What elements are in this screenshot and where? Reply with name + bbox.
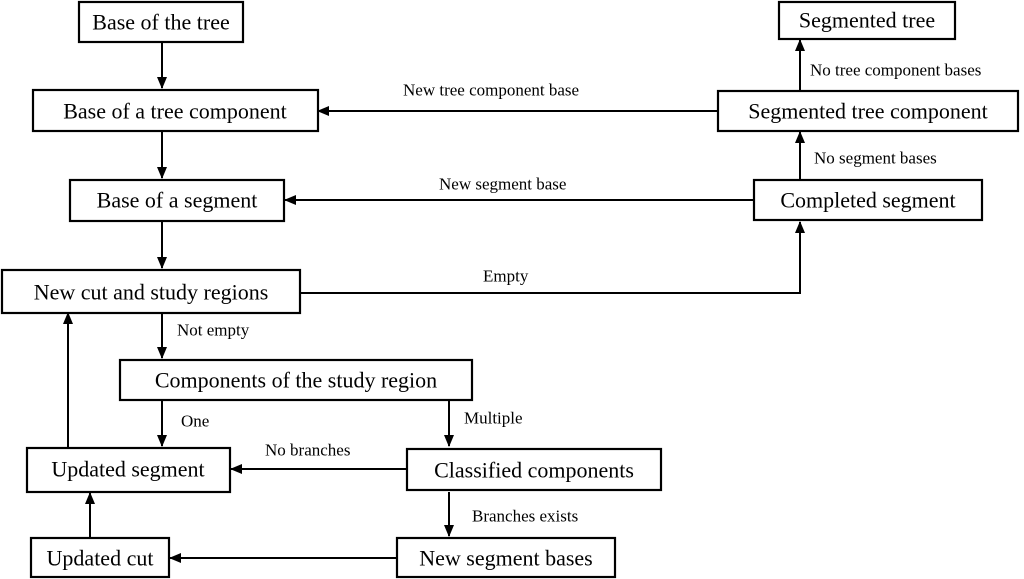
edge-label-no-branches: No branches <box>265 441 350 460</box>
edge-new-cut-to-completed-segment <box>300 221 805 294</box>
node-classified-components: Classified components <box>405 447 663 492</box>
node-base-of-tree-component: Base of a tree component <box>31 88 320 133</box>
edge-label-multiple: Multiple <box>464 409 523 428</box>
svg-text:Base of the tree: Base of the tree <box>92 10 229 35</box>
svg-text:Completed segment: Completed segment <box>780 188 955 213</box>
svg-text:New cut and study regions: New cut and study regions <box>34 280 269 305</box>
node-base-of-segment: Base of a segment <box>68 178 286 223</box>
node-updated-cut: Updated cut <box>29 536 171 579</box>
svg-text:Base of a tree component: Base of a tree component <box>63 99 287 124</box>
edge-label-no-tree-component-bases: No tree component bases <box>810 61 981 80</box>
node-base-of-tree: Base of the tree <box>77 0 245 44</box>
edge-label-one: One <box>181 412 209 431</box>
svg-text:New segment bases: New segment bases <box>419 546 593 571</box>
node-segmented-tree-component: Segmented tree component <box>716 89 1020 133</box>
edge-label-empty: Empty <box>483 267 529 286</box>
edge-label-branches-exists: Branches exists <box>472 507 578 526</box>
node-new-cut-and-study-regions: New cut and study regions <box>0 268 302 315</box>
svg-text:Updated segment: Updated segment <box>51 457 204 482</box>
edge-label-new-segment-base: New segment base <box>439 175 566 194</box>
edge-label-not-empty: Not empty <box>177 321 250 340</box>
svg-text:Segmented tree component: Segmented tree component <box>748 99 987 124</box>
node-new-segment-bases: New segment bases <box>395 536 617 579</box>
node-updated-segment: Updated segment <box>25 446 232 494</box>
node-segmented-tree: Segmented tree <box>777 0 957 41</box>
edge-label-new-tree-component-base: New tree component base <box>403 81 579 100</box>
svg-text:Classified components: Classified components <box>434 458 634 483</box>
svg-text:Base of a segment: Base of a segment <box>97 188 258 213</box>
node-completed-segment: Completed segment <box>752 178 984 222</box>
svg-text:Updated cut: Updated cut <box>47 546 154 571</box>
edge-label-no-segment-bases: No segment bases <box>814 149 937 168</box>
node-components-of-study-region: Components of the study region <box>118 358 474 402</box>
svg-text:Segmented tree: Segmented tree <box>799 8 935 33</box>
svg-text:Components of the study region: Components of the study region <box>155 368 437 393</box>
